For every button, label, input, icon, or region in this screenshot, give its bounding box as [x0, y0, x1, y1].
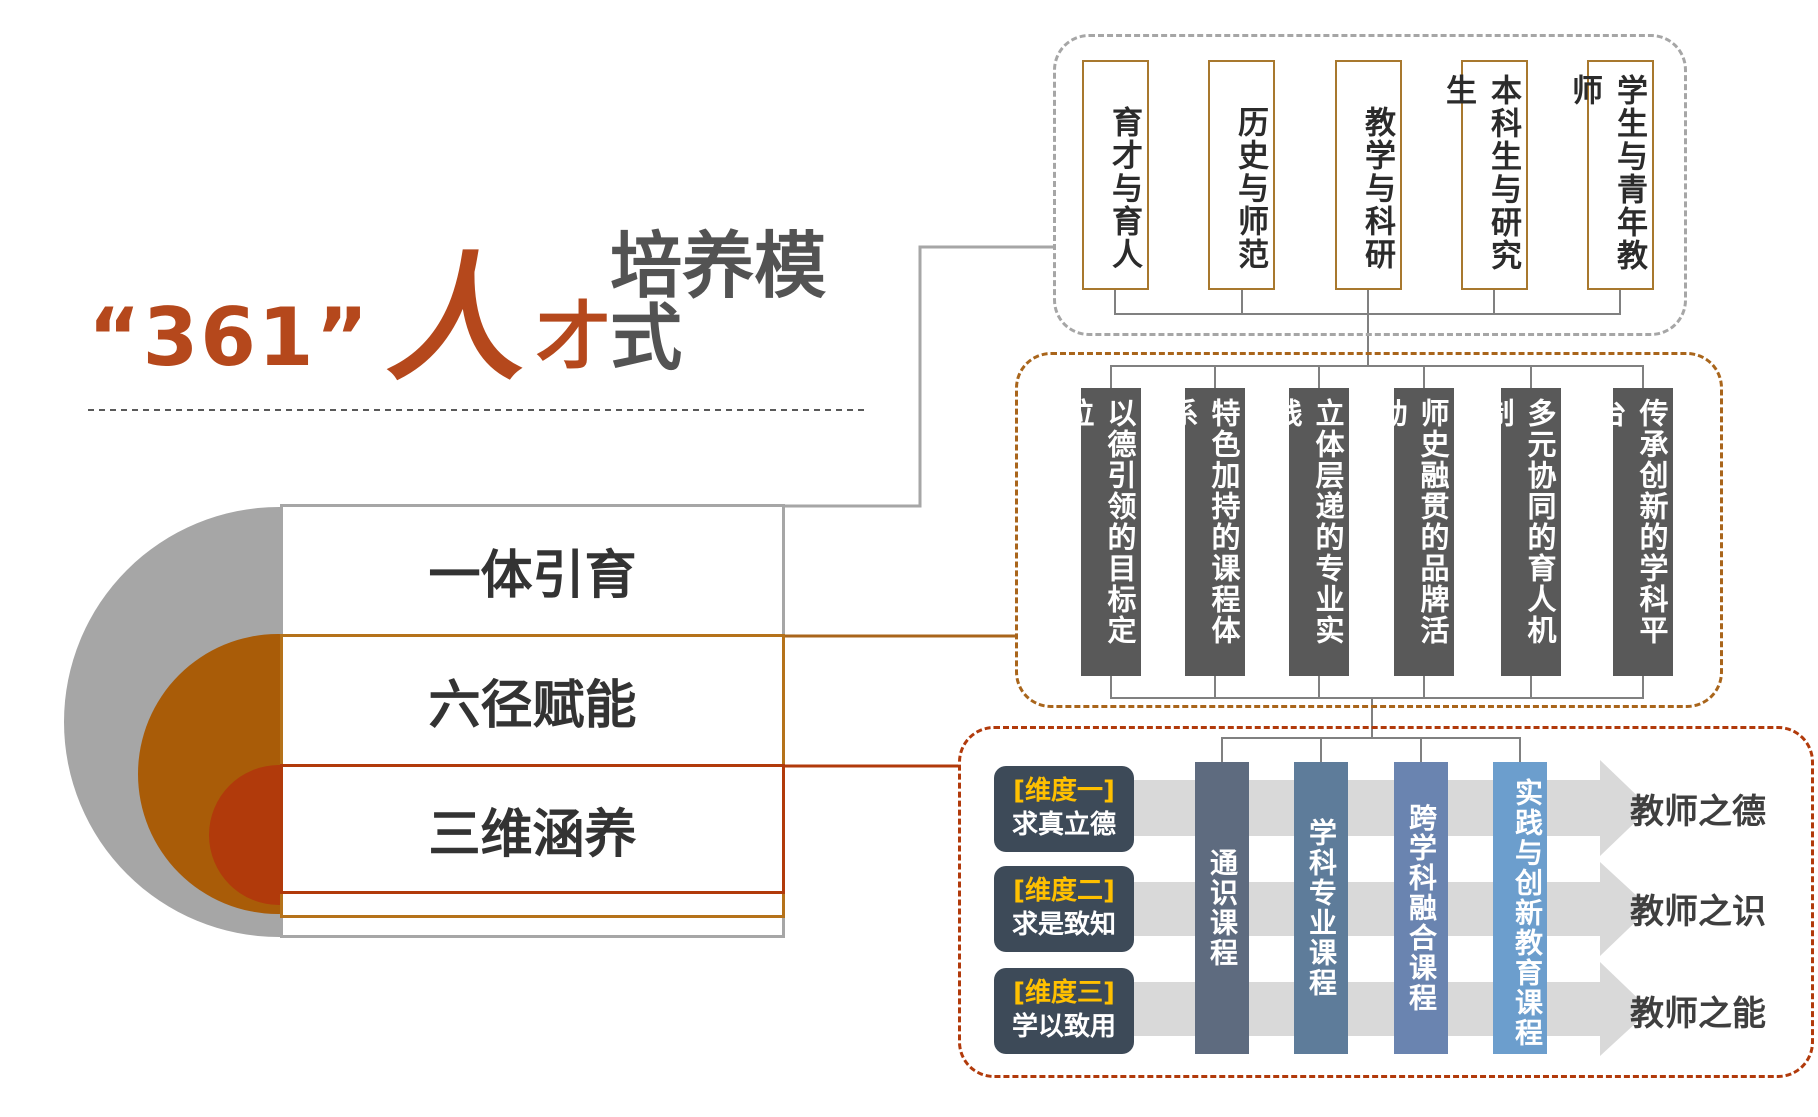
level-stripe-orange	[280, 894, 785, 918]
outcome-label: 教师之能	[1630, 993, 1766, 1034]
level-six: 六径赋能	[280, 634, 785, 764]
title-rest: 培养模式	[610, 224, 827, 380]
course-column: 通识课程	[1195, 762, 1249, 1054]
title-number: “361”	[88, 291, 371, 384]
level-one: 一体引育	[280, 504, 785, 634]
dimension-tag: [维度二]	[1013, 876, 1115, 907]
group-six-box: 传承创新的学科平台	[1593, 388, 1673, 676]
level-stripe-gray	[280, 918, 785, 938]
dimension-tag: [维度三]	[1013, 978, 1115, 1009]
group-six-box: 以德引领的目标定位	[1061, 388, 1141, 676]
group-six-frame	[1015, 352, 1723, 708]
group-one-frame	[1053, 34, 1687, 336]
group-one-box: 学生与青年教师	[1566, 60, 1654, 290]
outcome-label: 教师之德	[1630, 791, 1766, 832]
group-three-frame	[958, 726, 1814, 1078]
group-one-box: 历史与师范	[1208, 60, 1275, 290]
outcome-label: 教师之识	[1630, 891, 1766, 932]
course-column: 跨学科融合课程	[1394, 762, 1448, 1054]
group-six-box: 立体层递的专业实践	[1269, 388, 1349, 676]
group-six-box: 师史融贯的品牌活动	[1374, 388, 1454, 676]
level-three: 三维涵养	[280, 764, 785, 894]
dimension-box: [维度一] 求真立德	[994, 766, 1134, 852]
dimension-name: 求真立德	[1011, 809, 1116, 840]
title-cai: 才	[536, 294, 611, 380]
dimension-box: [维度三] 学以致用	[994, 968, 1134, 1054]
dimension-name: 学以致用	[1011, 1011, 1116, 1042]
course-column: 学科专业课程	[1294, 762, 1348, 1054]
group-six-box: 特色加持的课程体系	[1165, 388, 1245, 676]
dimension-name: 求是致知	[1011, 909, 1116, 940]
group-one-box: 本科生与研究生	[1440, 60, 1528, 290]
group-six-box: 多元协同的育人机制	[1481, 388, 1561, 676]
dimension-box: [维度二] 求是致知	[994, 866, 1134, 952]
page-title: “361” 人 才 培养模式	[88, 224, 888, 400]
group-one-box: 教学与科研	[1335, 60, 1402, 290]
dimension-tag: [维度一]	[1013, 776, 1115, 807]
group-one-box: 育才与育人	[1082, 60, 1149, 290]
course-column: 实践与创新教育课程	[1493, 762, 1547, 1054]
